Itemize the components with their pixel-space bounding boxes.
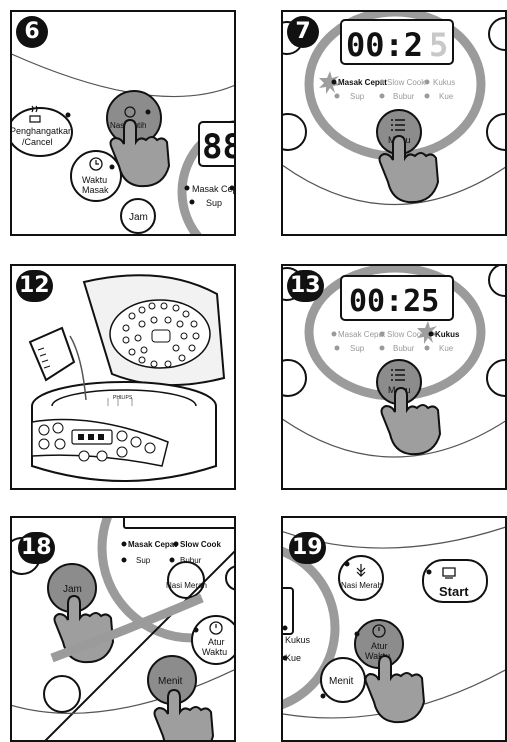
masak-cepat-label: Masak Cepat	[128, 540, 177, 549]
philips-logo: PHILIPS	[113, 395, 133, 401]
menit-label: Menit	[329, 676, 354, 687]
measuring-cup-icon	[30, 328, 74, 380]
waktu-label: Waktu	[82, 175, 107, 185]
nasi-merah-button[interactable]	[168, 562, 204, 598]
step-number-18: 18	[18, 532, 55, 564]
cancel-label: /Cancel	[22, 137, 53, 147]
display-time-left: 00:2	[346, 26, 423, 64]
display-digits: 88	[202, 127, 236, 167]
kukus-label: Kukus	[433, 78, 455, 87]
step-6-panel: 6 88 Masak Cepat Sup Penghangatkan /Canc…	[10, 10, 236, 236]
atur-label: Atur	[208, 637, 225, 647]
step-18-panel: 18 Masak Cepat Slow Cook Sup Bubur Nasi …	[10, 516, 236, 742]
step-number-6: 6	[16, 16, 48, 48]
step-13-illustration: 00:25 Masak Cepat Slow Cook Kukus Sup Bu…	[283, 266, 507, 490]
kue-label: Kue	[285, 653, 301, 663]
masak-cepat-label: Masak Cepat	[192, 184, 236, 194]
step-7-panel: 7 00:2 5 Masak Cepat Slow Cook Kukus Sup…	[281, 10, 507, 236]
step-12-panel: 12 PHILIPS	[10, 264, 236, 490]
step-19-panel: 19 Kukus Kue Nasi Merah Start Atur Waktu…	[281, 516, 507, 742]
step-number-12: 12	[16, 270, 53, 302]
waktu-label: Waktu	[202, 647, 227, 657]
blink-star-icon	[319, 71, 340, 94]
step-number-13: 13	[287, 270, 324, 302]
display-time: 00:25	[349, 284, 439, 319]
nasi-merah-label: Nasi Merah	[341, 581, 382, 590]
sup-label: Sup	[206, 198, 222, 208]
menit-label: Menit	[158, 676, 183, 687]
jam-label: Jam	[129, 212, 148, 223]
display-time-dim: 5	[429, 26, 448, 64]
atur-label: Atur	[371, 641, 388, 651]
jam-label: Jam	[63, 584, 82, 595]
step-12-illustration: PHILIPS	[12, 266, 236, 490]
slow-cook-label: Slow Cook	[387, 78, 426, 87]
bubur-label: Bubur	[393, 344, 415, 353]
kue-label: Kue	[439, 344, 454, 353]
sup-label: Sup	[136, 556, 151, 565]
step-6-illustration: 88 Masak Cepat Sup Penghangatkan /Cancel…	[12, 12, 236, 236]
slow-cook-label: Slow Cook	[180, 540, 221, 549]
bubur-label: Bubur	[393, 92, 415, 101]
step-number-7: 7	[287, 16, 319, 48]
sup-label: Sup	[350, 92, 365, 101]
kukus-label: Kukus	[435, 330, 460, 339]
start-label: Start	[439, 584, 469, 599]
kue-label: Kue	[439, 92, 454, 101]
sup-label: Sup	[350, 344, 365, 353]
kukus-label: Kukus	[285, 635, 311, 645]
lid-inner-plate	[110, 300, 210, 368]
masak-cepat-label: Masak Cepat	[338, 330, 386, 339]
masak-label: Masak	[82, 185, 109, 195]
penghangatkan-label: Penghangatkan	[12, 126, 73, 136]
step-number-19: 19	[289, 532, 326, 564]
step-7-illustration: 00:2 5 Masak Cepat Slow Cook Kukus Sup B…	[283, 12, 507, 236]
display-window	[124, 518, 236, 528]
step-13-panel: 13 00:25 Masak Cepat Slow Cook Kukus Sup…	[281, 264, 507, 490]
